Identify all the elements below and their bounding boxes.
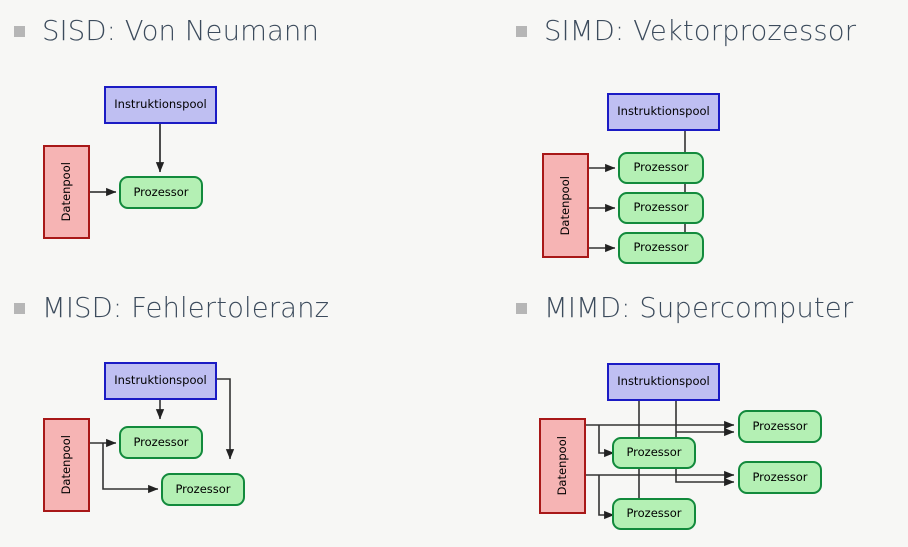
node-label: Prozessor (133, 184, 189, 199)
node-label: Datenpool (557, 175, 572, 236)
node-instruktionspool[interactable]: Instruktionspool (607, 93, 720, 131)
node-label: Prozessor (752, 469, 808, 484)
heading-mimd: MIMD: Supercomputer (516, 292, 854, 324)
node-label: Instruktionspool (114, 97, 207, 112)
node-prozessor-4[interactable]: Prozessor (738, 461, 822, 494)
quadrant-mimd: MIMD: Supercomputer (454, 277, 908, 547)
heading-simd: SIMD: Vektorprozessor (516, 15, 857, 47)
heading-text: SISD: Von Neumann (42, 15, 319, 47)
node-label: Datenpool (58, 435, 73, 495)
quadrant-sisd: SISD: Von Neumann Instruktionspool Daten… (0, 0, 454, 270)
diagram-mimd: Instruktionspool Datenpool Prozessor Pro… (454, 277, 908, 547)
node-prozessor-1[interactable]: Prozessor (612, 437, 696, 469)
diagram-simd: Instruktionspool Datenpool Prozessor Pro… (454, 0, 908, 270)
node-prozessor-2[interactable]: Prozessor (612, 498, 696, 530)
node-label: Prozessor (633, 200, 689, 215)
node-prozessor-3[interactable]: Prozessor (738, 410, 822, 443)
node-prozessor-1[interactable]: Prozessor (119, 426, 203, 459)
node-prozessor-1[interactable]: Prozessor (119, 176, 203, 209)
bullet-square-icon (516, 303, 527, 315)
quadrant-simd: SIMD: Vektorprozessor Ins (454, 0, 908, 270)
node-prozessor-2[interactable]: Prozessor (618, 192, 704, 224)
heading-text: MISD: Fehlertoleranz (42, 292, 330, 324)
bullet-square-icon (516, 26, 527, 38)
node-prozessor-3[interactable]: Prozessor (618, 232, 704, 264)
node-label: Datenpool (554, 436, 569, 496)
node-instruktionspool[interactable]: Instruktionspool (104, 86, 217, 124)
node-label: Datenpool (58, 162, 73, 222)
connectors-simd (589, 111, 686, 253)
node-label: Instruktionspool (617, 104, 710, 119)
heading-text: SIMD: Vektorprozessor (544, 15, 857, 47)
node-prozessor-1[interactable]: Prozessor (618, 152, 704, 184)
node-datenpool[interactable]: Datenpool (43, 145, 90, 239)
node-instruktionspool[interactable]: Instruktionspool (607, 363, 720, 401)
node-label: Prozessor (633, 160, 689, 175)
node-instruktionspool[interactable]: Instruktionspool (104, 362, 217, 400)
connectors-misd (90, 378, 235, 494)
node-label: Prozessor (175, 481, 231, 496)
node-label: Prozessor (752, 418, 808, 433)
node-datenpool[interactable]: Datenpool (43, 418, 90, 512)
bullet-square-icon (14, 303, 25, 315)
heading-text: MIMD: Supercomputer (544, 292, 854, 324)
bullet-square-icon (14, 26, 25, 38)
node-datenpool[interactable]: Datenpool (542, 153, 589, 258)
heading-sisd: SISD: Von Neumann (14, 15, 319, 47)
quadrant-misd: MISD: Fehlertoleranz Instruktionsp (0, 277, 454, 547)
node-datenpool[interactable]: Datenpool (539, 418, 586, 514)
node-prozessor-2[interactable]: Prozessor (161, 473, 245, 506)
node-label: Prozessor (626, 445, 682, 460)
connectors-sisd (90, 124, 165, 197)
node-label: Prozessor (626, 506, 682, 521)
node-label: Instruktionspool (114, 373, 207, 388)
diagram-sisd: Instruktionspool Datenpool Prozessor (0, 0, 454, 270)
node-label: Prozessor (633, 240, 689, 255)
heading-misd: MISD: Fehlertoleranz (14, 292, 330, 324)
diagram-misd: Instruktionspool Datenpool Prozessor Pro… (0, 277, 454, 547)
node-label: Instruktionspool (617, 374, 710, 389)
node-label: Prozessor (133, 434, 189, 449)
